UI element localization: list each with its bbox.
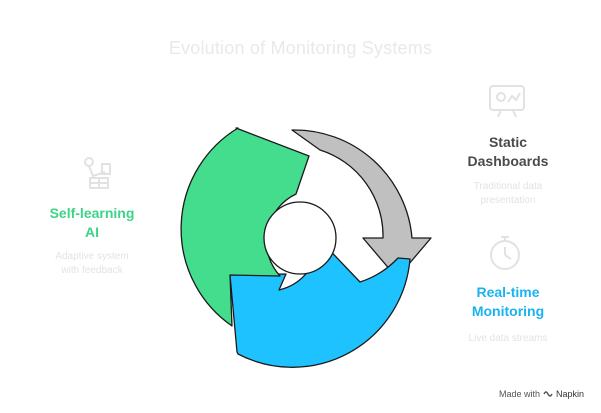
stage-ai-desc-line2: with feedback xyxy=(61,265,123,276)
napkin-watermark[interactable]: Made with Napkin xyxy=(499,389,584,399)
napkin-logo-icon xyxy=(543,391,553,397)
stage-static-desc-line1: Traditional data xyxy=(473,181,543,192)
dashboard-icon xyxy=(489,85,525,118)
stage-static-desc: Traditional data presentation xyxy=(455,180,561,208)
stage-realtime-title: Real-time Monitoring xyxy=(455,283,561,321)
robot-arm-icon xyxy=(84,157,111,189)
stage-ai-title-line2: AI xyxy=(85,224,99,240)
stage-static-title-line2: Dashboards xyxy=(467,153,549,169)
stage-realtime-desc: Live data streams xyxy=(455,332,561,346)
cycle-center xyxy=(263,201,337,275)
stage-ai-title: Self-learning AI xyxy=(37,204,147,242)
watermark-made-with: Made with xyxy=(498,389,540,399)
cycle-arrow-static xyxy=(291,129,432,279)
stage-static-title-line1: Static xyxy=(488,134,528,150)
stage-static-desc-line2: presentation xyxy=(480,195,536,206)
diagram-title: Evolution of Monitoring Systems xyxy=(168,38,433,58)
stage-ai-title-line1: Self-learning xyxy=(49,205,135,221)
stage-realtime-desc-line1: Live data streams xyxy=(468,333,548,344)
stopwatch-icon xyxy=(490,236,520,270)
cycle-arrow-realtime xyxy=(229,238,411,368)
stage-realtime-title-line1: Real-time xyxy=(476,284,540,300)
stage-ai-desc: Adaptive system with feedback xyxy=(37,250,147,278)
stage-static-title: Static Dashboards xyxy=(455,133,561,171)
stage-ai-desc-line1: Adaptive system xyxy=(55,251,129,262)
stage-realtime-title-line2: Monitoring xyxy=(471,303,545,319)
watermark-brand: Napkin xyxy=(555,389,584,399)
